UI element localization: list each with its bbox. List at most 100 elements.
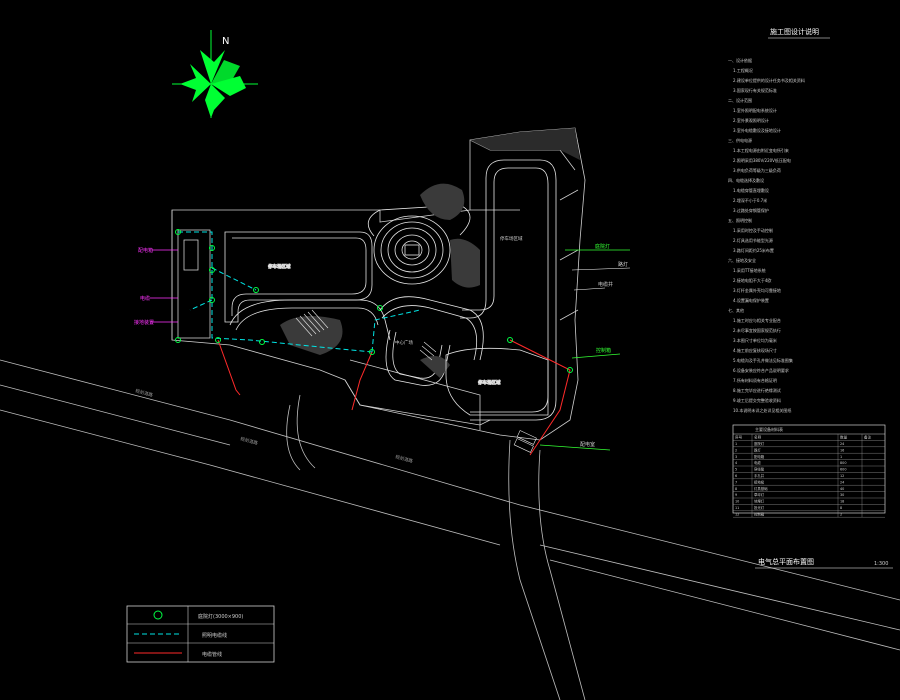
lamp-marker xyxy=(259,339,265,345)
notes-line: 8.施工完毕应进行绝缘测试 xyxy=(733,387,781,393)
table-cell: 手孔井 xyxy=(754,473,765,478)
lamp-markers xyxy=(175,229,573,373)
table-cell: 11 xyxy=(735,506,739,510)
table-cell: 接地极 xyxy=(754,479,765,484)
table-cell: 12 xyxy=(735,512,739,516)
notes-line: 二、设计范围 xyxy=(728,97,752,103)
table-cell: 穿线管 xyxy=(754,467,765,472)
road-label-3: 规划道路 xyxy=(394,453,414,465)
parking-a-label: 停车场区域 xyxy=(268,263,291,270)
notes-line: 4.设置漏电保护装置 xyxy=(733,297,769,303)
table-cell: 投光灯 xyxy=(754,505,765,510)
notes-title: 施工图设计说明 xyxy=(770,27,819,36)
notes-line: 2.照明采用380V/220V低压配电 xyxy=(733,157,791,163)
lamp-marker xyxy=(507,337,513,343)
table-cell: 电缆 xyxy=(754,460,761,465)
table-cell: 800 xyxy=(840,461,846,465)
green-zones xyxy=(280,128,580,378)
plaza-label: 中心广场 xyxy=(395,339,413,346)
notes-line: 1.室外照明配电系统设计 xyxy=(733,107,777,113)
notes-line: 1.电缆穿管直埋敷设 xyxy=(733,187,769,193)
design-notes: 施工图设计说明 一、设计依据 1.工程概况 2.建设单位提供的设计任务书及相关资料 3… xyxy=(728,27,830,413)
oval-track xyxy=(460,159,557,421)
table-header-cell: 数量 xyxy=(840,435,848,440)
table-cell: 7 xyxy=(735,480,737,484)
table-cell: 30 xyxy=(840,493,844,497)
table-cell: 5 xyxy=(735,468,737,472)
lamp-marker xyxy=(369,349,375,355)
table-cell: 12 xyxy=(840,474,844,478)
lamp-marker xyxy=(377,305,383,311)
table-cell: 18 xyxy=(840,500,844,504)
notes-line: 1.施工时应与相关专业配合 xyxy=(733,317,781,323)
north-arrow-icon: N xyxy=(172,30,258,118)
notes-line: 2.建设单位提供的设计任务书及相关资料 xyxy=(733,77,805,83)
table-header-cell: 备注 xyxy=(864,435,872,440)
table-header-cell: 序号 xyxy=(735,435,743,440)
table-cell: 路灯 xyxy=(754,447,761,452)
power-cables xyxy=(217,339,571,456)
notes-line: 6.设备安装应符合产品说明要求 xyxy=(733,367,789,373)
legend-label-1: 庭院灯(3000×900) xyxy=(198,613,243,620)
table-cell: 40 xyxy=(840,487,844,491)
table-cell: 2 xyxy=(840,512,842,516)
table-header-cell: 名称 xyxy=(754,435,762,440)
table-cell: 600 xyxy=(840,468,846,472)
notes-line: 3.供电负荷等级为三级负荷 xyxy=(733,167,781,173)
callout-left-1: 配电箱 xyxy=(138,247,153,254)
notes-line: 三、供电电源 xyxy=(728,137,752,143)
table-cell: 1 xyxy=(735,442,737,446)
callouts: 配电箱 电缆 接地装置 庭院灯 路灯 电缆井 控制箱 配电室 xyxy=(134,243,631,451)
notes-line: 2.接地电阻不大于4欧 xyxy=(733,277,771,283)
table-cell: 2 xyxy=(735,448,737,452)
notes-line: 1.本工程电源由附近变电所引来 xyxy=(733,147,789,153)
plan-scale: 1:300 xyxy=(874,561,888,567)
table-cell: 6 xyxy=(735,474,737,478)
table-cell: 10 xyxy=(735,500,739,504)
notes-line: 3.灯杆金属外壳均可靠接地 xyxy=(733,287,781,293)
callout-right-1: 庭院灯 xyxy=(595,243,610,250)
callout-right-2: 路灯 xyxy=(618,261,628,268)
spiral-garden xyxy=(367,204,471,285)
legend-lamp-icon xyxy=(153,610,163,620)
callout-right-5: 配电室 xyxy=(580,441,595,448)
lamp-marker xyxy=(215,337,221,343)
stair-hatching xyxy=(295,309,537,453)
plan-title: 电气总平面布置图 xyxy=(758,557,814,566)
roads xyxy=(0,359,900,700)
north-label: N xyxy=(222,36,229,47)
table-cell: 8 xyxy=(735,487,737,491)
callout-left-3: 接地装置 xyxy=(134,319,154,326)
notes-line: 4.施工前应复核现场尺寸 xyxy=(733,347,777,353)
notes-line: 2.未尽事宜按国家规范执行 xyxy=(733,327,781,333)
ring-road xyxy=(229,296,484,386)
notes-line: 六、接地及安全 xyxy=(728,257,756,263)
lamp-marker xyxy=(175,229,181,235)
parking-area-b: 停车场区域 xyxy=(445,347,549,416)
notes-line: 七、其他 xyxy=(728,307,744,313)
table-cell: 1 xyxy=(840,455,842,459)
notes-line: 2.灯具选用节能型光源 xyxy=(733,237,773,243)
notes-line: 7.所有材料须有合格证明 xyxy=(733,377,777,383)
notes-line: 一、设计依据 xyxy=(728,57,752,63)
table-cell: 4 xyxy=(735,461,737,465)
callout-right-3: 电缆井 xyxy=(598,281,613,288)
notes-line: 1.采用时控及手动控制 xyxy=(733,227,773,233)
lamp-marker xyxy=(209,297,215,303)
notes-line: 四、电缆选择及敷设 xyxy=(728,177,764,183)
plan-title-block: 电气总平面布置图 1:300 xyxy=(755,557,893,569)
lamp-marker xyxy=(567,367,573,373)
table-cell: 地埋灯 xyxy=(754,499,765,504)
legend-label-2: 照明电缆线 xyxy=(202,632,227,639)
table-cell: 24 xyxy=(840,480,844,484)
table-cell: 3 xyxy=(735,455,737,459)
table-cell: 控制箱 xyxy=(754,511,765,516)
legend: 庭院灯(3000×900) 照明电缆线 电缆管线 xyxy=(126,605,275,663)
table-cell: 9 xyxy=(735,493,737,497)
notes-line: 1.工程概况 xyxy=(733,67,753,73)
notes-line: 3.路灯间距约25米布置 xyxy=(733,247,774,253)
table-cell: 庭院灯 xyxy=(754,441,765,446)
notes-line: 10.本说明未详之处详见相关图纸 xyxy=(733,407,791,413)
notes-line: 3.国家现行有关规范标准 xyxy=(733,87,777,93)
